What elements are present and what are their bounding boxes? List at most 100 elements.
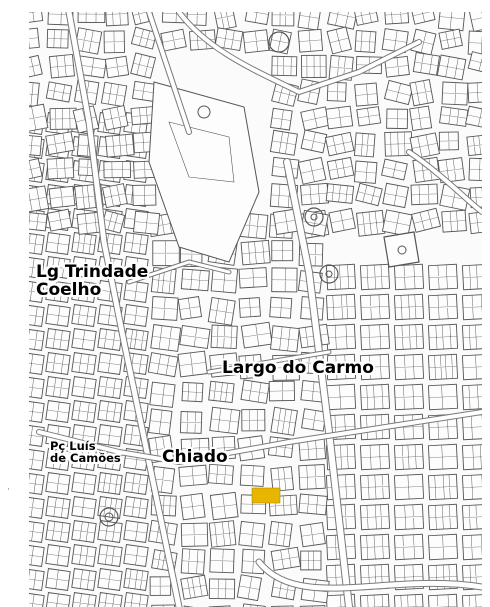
lot-line xyxy=(128,579,130,589)
city-block xyxy=(46,157,75,180)
lot-line xyxy=(94,195,96,208)
city-block xyxy=(132,184,157,207)
lot-line xyxy=(113,145,115,157)
lot-line xyxy=(29,196,47,202)
city-block xyxy=(461,533,482,561)
city-block xyxy=(382,182,409,209)
lot-line xyxy=(140,354,142,364)
lot-line xyxy=(188,549,190,561)
lot-line xyxy=(429,576,457,578)
lot-line xyxy=(86,580,89,590)
lot-line xyxy=(29,409,43,414)
lot-line xyxy=(31,82,34,96)
city-block xyxy=(271,605,294,607)
city-block xyxy=(300,182,330,206)
city-block xyxy=(29,520,45,543)
city-block xyxy=(271,267,298,293)
lot-line xyxy=(284,210,287,223)
city-block xyxy=(468,12,482,33)
city-block xyxy=(326,81,347,102)
city-block xyxy=(71,376,97,399)
lot-line xyxy=(99,481,121,486)
lot-line xyxy=(367,595,369,607)
lot-line xyxy=(47,337,69,342)
city-block xyxy=(468,210,482,235)
lot-line xyxy=(347,264,349,278)
lot-line xyxy=(81,449,83,460)
lot-line xyxy=(415,457,417,469)
lot-line xyxy=(415,324,417,336)
city-block xyxy=(461,593,482,607)
lot-line xyxy=(374,414,376,427)
lot-line xyxy=(141,29,144,38)
lot-line xyxy=(438,277,440,290)
lot-line xyxy=(163,309,165,320)
city-block xyxy=(209,491,239,521)
lot-line xyxy=(107,401,109,412)
lot-line xyxy=(477,222,479,233)
lot-line xyxy=(111,12,113,15)
city-block xyxy=(325,183,355,204)
city-block xyxy=(299,605,326,607)
city-block xyxy=(241,548,266,575)
lot-line xyxy=(395,576,423,578)
lot-line xyxy=(81,338,84,349)
lot-line xyxy=(332,184,335,193)
lot-line xyxy=(47,38,69,40)
lot-line xyxy=(339,276,341,290)
city-block xyxy=(359,383,391,411)
lot-line xyxy=(248,390,252,401)
lot-line xyxy=(345,365,347,379)
map-area[interactable]: Lg Trindade Coelho Largo do Carmo Pç Luí… xyxy=(29,12,482,607)
lot-line xyxy=(479,145,481,155)
lot-line xyxy=(160,325,163,338)
lot-line xyxy=(116,84,119,96)
city-block xyxy=(427,533,459,561)
lot-line xyxy=(60,292,62,302)
lot-line xyxy=(361,456,389,458)
lot-line xyxy=(456,117,459,126)
lot-line xyxy=(344,504,346,516)
city-block xyxy=(441,209,467,233)
lot-line xyxy=(409,336,411,349)
lot-line xyxy=(73,361,95,366)
lot-line xyxy=(58,211,61,221)
lot-line xyxy=(142,330,144,341)
lot-line xyxy=(373,535,375,548)
lot-line xyxy=(338,56,340,67)
lot-line xyxy=(290,495,292,505)
lot-line xyxy=(395,30,398,42)
lot-line xyxy=(271,39,290,44)
lot-line xyxy=(104,115,126,121)
lot-line xyxy=(55,579,58,589)
lot-line xyxy=(471,475,473,489)
lot-line xyxy=(134,290,137,301)
lot-line xyxy=(447,56,450,68)
lot-line xyxy=(441,325,444,337)
lot-line xyxy=(278,587,281,598)
lot-line xyxy=(107,233,109,243)
plaza-fountain-inner xyxy=(325,270,333,278)
lot-line xyxy=(421,53,424,63)
lot-line xyxy=(47,289,69,294)
lot-line xyxy=(219,408,222,421)
lot-line xyxy=(463,546,482,548)
city-block xyxy=(270,406,298,436)
lot-line xyxy=(144,67,148,77)
lot-line xyxy=(249,298,251,309)
lot-line xyxy=(413,217,439,224)
lot-line xyxy=(111,555,114,566)
lot-line xyxy=(138,243,141,254)
lot-line xyxy=(169,326,172,338)
highlighted-building[interactable] xyxy=(251,487,281,504)
lot-line xyxy=(38,197,41,210)
lot-line xyxy=(129,602,132,607)
lot-line xyxy=(83,329,86,341)
lot-line xyxy=(82,387,85,398)
lot-line xyxy=(425,92,428,104)
lot-line xyxy=(346,444,348,458)
lot-line xyxy=(430,55,433,65)
lot-line xyxy=(402,458,404,470)
lot-line xyxy=(35,330,38,340)
lot-line xyxy=(60,363,63,374)
